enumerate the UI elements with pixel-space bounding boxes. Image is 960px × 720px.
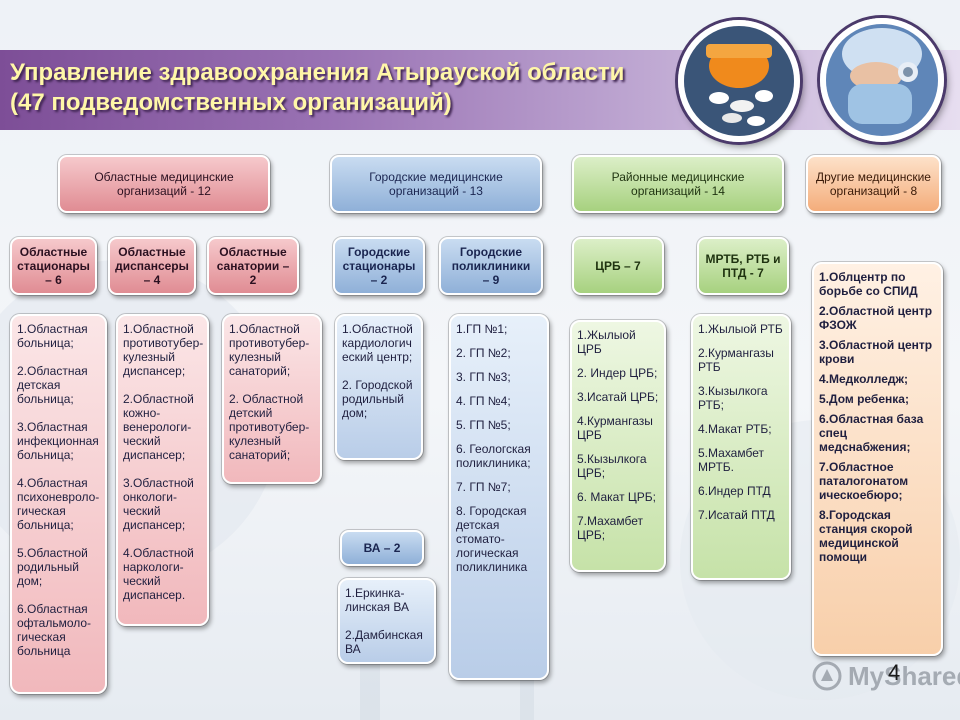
list-item: 8. Городская детская стомато-логическая …: [456, 504, 528, 574]
list-item: 2. ГП №2;: [456, 346, 511, 360]
list-item: 7.Областное паталогонатом ическоебюро;: [819, 460, 909, 502]
pills-photo: [678, 20, 800, 142]
category-district: Районные медицинские организаций - 14: [571, 154, 785, 214]
list-item: 5. ГП №5;: [456, 418, 511, 432]
surgeon-photo: [820, 18, 944, 142]
list-item: 1.Областная больница;: [17, 322, 88, 350]
subcategory-mrtb: МРТБ, РТБ и ПТД - 7: [696, 236, 790, 296]
list-city-polyclinics: 1.ГП №1; 2. ГП №2; 3. ГП №3; 4. ГП №4; 5…: [448, 313, 550, 681]
list-item: 1.Областной кардиологич еский центр;: [342, 322, 413, 364]
list-item: 5.Кызылкога ЦРБ;: [577, 452, 647, 480]
list-item: 5.Махамбет МРТБ.: [698, 446, 764, 474]
list-item: 2. Городской родильный дом;: [342, 378, 413, 420]
list-item: 1.Облцентр по борьбе со СПИД: [819, 270, 918, 298]
list-item: 6.Областная база спец медснабжения;: [819, 412, 924, 454]
subcategory-city-polyclinics: Городские поликлиники – 9: [438, 236, 544, 296]
list-item: 3.Областной центр крови: [819, 338, 933, 366]
list-item: 8.Городская станция скорой медицинской п…: [819, 508, 913, 564]
list-item: 2.Областной центр ФЗОЖ: [819, 304, 933, 332]
list-item: 2.Дамбинская ВА: [345, 628, 423, 656]
list-item: 1.Областной противотубер-кулезный санато…: [229, 322, 310, 378]
subcategory-regional-dispensaries: Областные диспансеры – 4: [107, 236, 197, 296]
subcategory-crb: ЦРБ – 7: [571, 236, 665, 296]
list-item: 7.Исатай ПТД: [698, 508, 775, 522]
subcategory-city-hospitals: Городские стационары – 2: [332, 236, 426, 296]
list-item: 4.Областной наркологи-ческий диспансер.: [123, 546, 194, 602]
list-item: 4.Областная психоневроло-гическая больни…: [17, 476, 100, 532]
list-item: 2.Областная детская больница;: [17, 364, 88, 406]
list-item: 2. Индер ЦРБ;: [577, 366, 658, 380]
list-item: 6.Областная офтальмоло-гическая больница: [17, 602, 92, 658]
list-item: 3.Исатай ЦРБ;: [577, 390, 659, 404]
list-item: 5.Областной родильный дом;: [17, 546, 88, 588]
category-regional: Областные медицинские организаций - 12: [57, 154, 271, 214]
logo-icon: [812, 661, 842, 691]
page-title: Управление здравоохранения Атырауской об…: [10, 59, 625, 116]
list-item: 6. Геологская поликлиника;: [456, 442, 531, 470]
list-item: 4. ГП №4;: [456, 394, 511, 408]
list-item: 1.Жылыой ЦРБ: [577, 328, 636, 356]
subcategory-regional-sanatoriums: Областные санатории – 2: [206, 236, 300, 296]
list-item: 1.Областной противотубер-кулезный диспан…: [123, 322, 204, 378]
list-item: 1.Жылыой РТБ: [698, 322, 783, 336]
list-item: 4.Курмангазы ЦРБ: [577, 414, 653, 442]
page-number: 4: [888, 660, 901, 685]
watermark-text: MyShared: [848, 660, 960, 691]
list-item: 4.Медколледж;: [819, 372, 909, 386]
list-item: 3. ГП №3;: [456, 370, 511, 384]
list-item: 2. Областной детский противотубер-кулезн…: [229, 392, 310, 462]
list-item: 2.Курмангазы РТБ: [698, 346, 774, 374]
list-item: 3.Областная инфекционная больница;: [17, 420, 99, 462]
category-other: Другие медицинские организаций - 8: [805, 154, 942, 214]
list-crb: 1.Жылыой ЦРБ 2. Индер ЦРБ; 3.Исатай ЦРБ;…: [569, 319, 667, 573]
subcategory-va: ВА – 2: [339, 529, 425, 567]
list-item: 2.Областной кожно-венерологи-ческий дисп…: [123, 392, 194, 462]
list-item: 3.Областной онкологи-ческий диспансер;: [123, 476, 194, 532]
category-city: Городские медицинские организаций - 13: [329, 154, 543, 214]
list-item: 1.ГП №1;: [456, 322, 508, 336]
title-banner: [0, 50, 960, 130]
list-item: 6.Индер ПТД: [698, 484, 771, 498]
list-item: 3.Кызылкога РТБ;: [698, 384, 768, 412]
list-item: 7.Махамбет ЦРБ;: [577, 514, 643, 542]
watermark-logo: MyShared: [812, 656, 960, 696]
list-regional-sanatoriums: 1.Областной противотубер-кулезный санато…: [221, 313, 323, 485]
list-item: 6. Макат ЦРБ;: [577, 490, 656, 504]
subcategory-regional-hospitals: Областные стационары – 6: [9, 236, 98, 296]
list-va: 1.Еркинка-линская ВА 2.Дамбинская ВА: [337, 577, 437, 665]
list-city-hospitals: 1.Областной кардиологич еский центр; 2. …: [334, 313, 424, 461]
list-item: 5.Дом ребенка;: [819, 392, 909, 406]
list-regional-hospitals: 1.Областная больница; 2.Областная детска…: [9, 313, 108, 695]
list-mrtb: 1.Жылыой РТБ 2.Курмангазы РТБ 3.Кызылког…: [690, 313, 792, 581]
list-regional-dispensaries: 1.Областной противотубер-кулезный диспан…: [115, 313, 210, 627]
list-item: 7. ГП №7;: [456, 480, 511, 494]
list-other: 1.Облцентр по борьбе со СПИД 2.Областной…: [811, 261, 944, 657]
list-item: 4.Макат РТБ;: [698, 422, 772, 436]
list-item: 1.Еркинка-линская ВА: [345, 586, 409, 614]
